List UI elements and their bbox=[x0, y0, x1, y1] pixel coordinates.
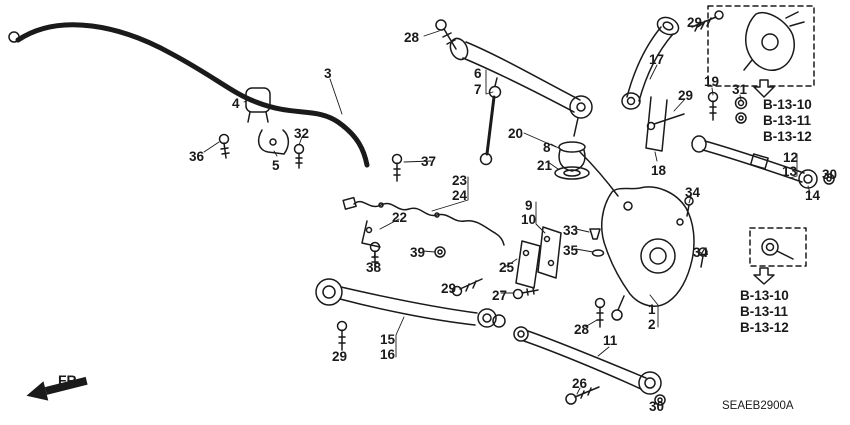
part-label-16-40: 16 bbox=[380, 347, 396, 362]
cap-33 bbox=[589, 228, 601, 240]
bracket-22 bbox=[361, 220, 381, 248]
part-label-30-19: 30 bbox=[822, 167, 838, 182]
part-label-35-29: 35 bbox=[563, 243, 579, 258]
part-label-36-10: 36 bbox=[189, 149, 205, 164]
part-label-5-12: 5 bbox=[272, 158, 280, 173]
stabilizer-bar bbox=[8, 22, 370, 168]
part-label-14-20: 14 bbox=[805, 188, 821, 203]
fr-label: FR. bbox=[58, 372, 81, 388]
washer-35 bbox=[591, 249, 605, 257]
bolt-29-mid bbox=[451, 278, 483, 297]
part-label-3-1: 3 bbox=[324, 66, 332, 81]
knuckle-1-2 bbox=[579, 151, 695, 321]
part-label-12-17: 12 bbox=[783, 150, 799, 165]
part-label-39-31: 39 bbox=[410, 245, 426, 260]
part-label-34-35: 34 bbox=[693, 245, 709, 260]
part-label-1-36: 1 bbox=[648, 302, 656, 317]
ball-joint-boot-8-20-21 bbox=[554, 141, 590, 180]
part-label-32-11: 32 bbox=[294, 126, 310, 141]
part-label-30-44: 30 bbox=[649, 399, 665, 414]
part-label-33-28: 33 bbox=[563, 223, 579, 238]
fork-bracket-18 bbox=[645, 96, 685, 152]
part-label-21-15: 21 bbox=[537, 158, 553, 173]
bolt-34-lower bbox=[698, 247, 708, 268]
fr-arrow bbox=[26, 376, 88, 401]
sensor-bracket-9-10-25 bbox=[515, 226, 562, 289]
upper-arm-rear-17 bbox=[621, 16, 680, 110]
bolt-36 bbox=[218, 133, 230, 159]
lower-arm-front-15-16 bbox=[315, 278, 506, 328]
part-label-27-33: 27 bbox=[492, 288, 508, 303]
down-arrow-bottom bbox=[753, 267, 775, 285]
upper-arm-front bbox=[449, 37, 593, 137]
ref-line: B-13-11 bbox=[763, 113, 812, 128]
bolt-28-top bbox=[435, 19, 457, 50]
part-label-22-27: 22 bbox=[392, 210, 408, 225]
part-label-4-4: 4 bbox=[232, 96, 240, 111]
bolt-27 bbox=[512, 287, 539, 300]
ref-line: B-13-11 bbox=[740, 304, 789, 319]
part-label-37-21: 37 bbox=[421, 154, 437, 169]
ref-block-bottom: B-13-10 B-13-11 B-13-12 bbox=[740, 288, 789, 336]
bolt-32 bbox=[293, 143, 305, 169]
lower-arm-rear-11 bbox=[513, 326, 662, 395]
part-label-29-41: 29 bbox=[332, 349, 348, 364]
ref-line: B-13-12 bbox=[763, 129, 812, 144]
part-label-23-22: 23 bbox=[452, 173, 468, 188]
bolt-34-upper bbox=[684, 196, 694, 217]
part-label-13-18: 13 bbox=[782, 164, 798, 179]
ref-line: B-13-10 bbox=[763, 97, 812, 112]
ref-block-top: B-13-10 B-13-11 B-13-12 bbox=[763, 97, 812, 145]
ref-line: B-13-10 bbox=[740, 288, 789, 303]
part-label-17-5: 17 bbox=[649, 52, 665, 67]
part-label-18-16: 18 bbox=[651, 163, 667, 178]
stabilizer-bushing-4 bbox=[245, 87, 271, 123]
part-label-8-14: 8 bbox=[543, 140, 551, 155]
part-label-38-30: 38 bbox=[366, 260, 382, 275]
part-label-7-3: 7 bbox=[474, 82, 482, 97]
part-label-34-24: 34 bbox=[685, 185, 701, 200]
bolt-39 bbox=[434, 246, 446, 258]
part-label-20-13: 20 bbox=[508, 126, 524, 141]
stabilizer-clamp-5 bbox=[257, 129, 290, 155]
part-label-29-6: 29 bbox=[687, 15, 703, 30]
part-label-25-32: 25 bbox=[499, 260, 515, 275]
bolt-28-bottom bbox=[594, 297, 606, 328]
part-label-2-37: 2 bbox=[648, 317, 656, 332]
down-arrow-top bbox=[753, 79, 775, 98]
leader-lines bbox=[203, 22, 811, 395]
washer-31 bbox=[734, 96, 748, 124]
part-label-11-42: 11 bbox=[603, 333, 618, 348]
abs-sensor-harness-23-24 bbox=[342, 196, 505, 246]
bolt-26 bbox=[565, 386, 600, 405]
part-label-19-8: 19 bbox=[704, 74, 720, 89]
part-label-28-0: 28 bbox=[404, 30, 420, 45]
ref-line: B-13-12 bbox=[740, 320, 789, 335]
ref-detail-box-bottom bbox=[749, 227, 807, 267]
part-label-15-39: 15 bbox=[380, 332, 396, 347]
part-label-31-9: 31 bbox=[732, 82, 748, 97]
stabilizer-link-6-7 bbox=[479, 77, 502, 166]
trailing-arm-upper-12-13-14 bbox=[691, 135, 835, 189]
part-label-24-23: 24 bbox=[452, 188, 468, 203]
bolt-19 bbox=[707, 91, 719, 121]
bolt-29-top-right bbox=[691, 10, 724, 32]
nut-30-bottom bbox=[654, 394, 666, 406]
part-label-29-34: 29 bbox=[441, 281, 457, 296]
part-label-9-25: 9 bbox=[525, 198, 533, 213]
ref-detail-box-top bbox=[707, 5, 815, 87]
part-label-29-7: 29 bbox=[678, 88, 694, 103]
part-label-10-26: 10 bbox=[521, 212, 537, 227]
part-label-26-43: 26 bbox=[572, 376, 588, 391]
part-label-6-2: 6 bbox=[474, 66, 482, 81]
part-label-28-38: 28 bbox=[574, 322, 590, 337]
diagram-code: SEAEB2900A bbox=[722, 400, 794, 412]
bolt-37 bbox=[391, 153, 403, 182]
